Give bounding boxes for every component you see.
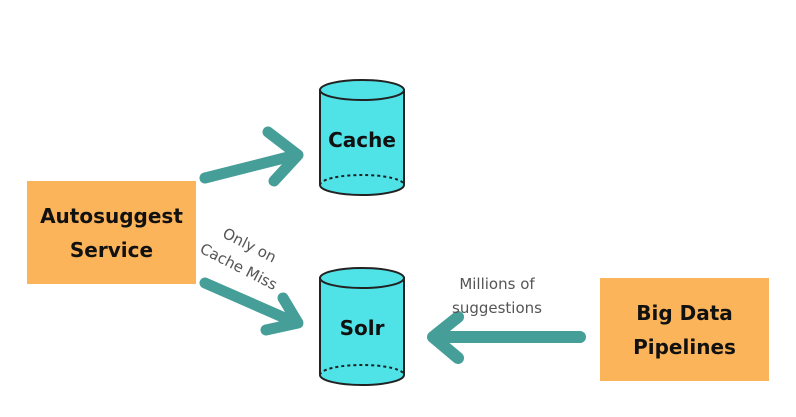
cache-label: Cache xyxy=(328,128,396,152)
solr-label: Solr xyxy=(339,316,385,340)
big-data-pipelines-box: Big Data Pipelines xyxy=(600,278,769,381)
solr-cylinder xyxy=(319,267,405,386)
big-data-pipelines-label: Big Data Pipelines xyxy=(633,300,736,359)
autosuggest-service-box: Autosuggest Service xyxy=(27,181,196,284)
autosuggest-service-label: Autosuggest Service xyxy=(40,203,183,262)
arrow-to-cache xyxy=(199,126,304,187)
millions-note-line1: Millions of xyxy=(459,275,535,293)
arrow-to-solr xyxy=(199,277,304,336)
millions-note-line2: suggestions xyxy=(452,299,542,317)
arrow-from-bigdata xyxy=(427,311,586,364)
millions-note: Millions of suggestions xyxy=(452,272,542,320)
cache-cylinder xyxy=(319,79,405,196)
